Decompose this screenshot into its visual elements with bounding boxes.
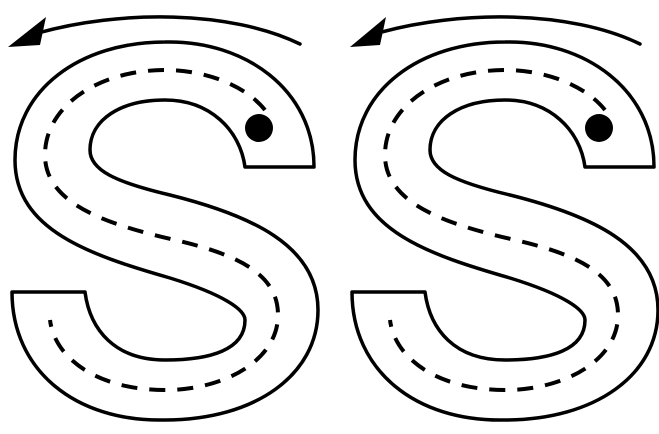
letter-s-drawing <box>0 0 330 434</box>
start-dot-icon <box>245 114 273 142</box>
arrow-left-icon <box>8 17 46 47</box>
dashed-guide-line <box>385 70 618 390</box>
start-dot-icon <box>585 114 613 142</box>
s-outline <box>12 42 318 420</box>
arrow-left-icon <box>350 17 386 47</box>
dashed-guide-line <box>45 70 278 390</box>
direction-arrow-curve <box>378 17 640 44</box>
letter-s-drawing <box>340 0 659 434</box>
letter-s-tracing-left <box>0 0 330 434</box>
letter-s-tracing-right <box>340 0 659 434</box>
direction-arrow-curve <box>38 17 300 44</box>
s-outline <box>352 42 658 420</box>
